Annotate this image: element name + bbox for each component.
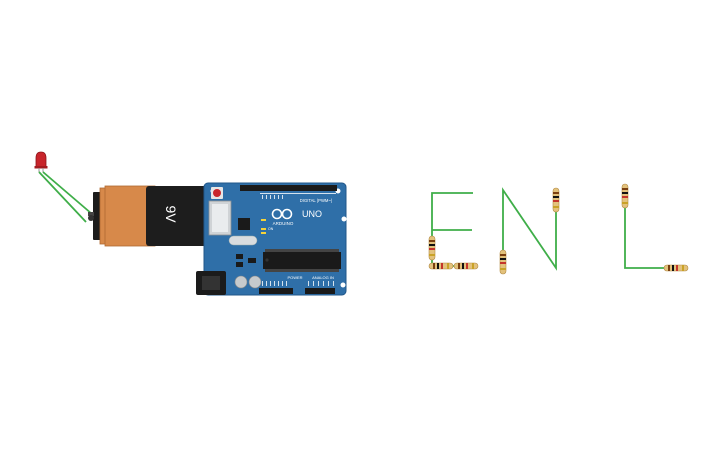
arduino-model: UNO xyxy=(302,209,322,219)
power-header[interactable] xyxy=(259,288,293,294)
arduino-logo: ARDUINO UNO xyxy=(271,208,322,226)
wire-letter-e[interactable] xyxy=(428,192,479,270)
resistor-icon[interactable] xyxy=(453,262,479,270)
crystal xyxy=(228,235,258,246)
battery-9v[interactable]: 9V xyxy=(88,185,210,247)
digital-header-label: DIGITAL (PWM~) xyxy=(300,198,333,203)
atmega-chip xyxy=(263,252,341,269)
resistor-icon[interactable] xyxy=(428,235,436,261)
analog-header-label: ANALOG IN xyxy=(312,275,334,280)
status-leds: ON xyxy=(261,219,274,234)
capacitor xyxy=(234,275,248,289)
analog-header[interactable] xyxy=(305,288,335,294)
resistor-icon[interactable] xyxy=(621,183,629,209)
arduino-brand: ARDUINO xyxy=(273,221,294,226)
resistor-icon[interactable] xyxy=(499,249,507,275)
resistor-icon[interactable] xyxy=(552,187,560,213)
resistor-icon[interactable] xyxy=(428,262,454,270)
capacitor xyxy=(248,275,262,289)
reset-button[interactable] xyxy=(211,187,223,199)
usb-port[interactable] xyxy=(208,200,232,236)
battery-label: 9V xyxy=(163,205,179,223)
arduino-uno-board[interactable]: DIGITAL (PWM~) ARDUINO UNO ON xyxy=(196,182,347,296)
bottom-pin-labels xyxy=(262,281,334,286)
wire-letter-n[interactable] xyxy=(499,187,560,275)
digital-pin-labels xyxy=(260,193,336,199)
chip-pins xyxy=(265,249,339,272)
wire-letter-l[interactable] xyxy=(621,183,689,272)
red-led-icon[interactable] xyxy=(34,151,48,172)
usb-chip xyxy=(238,218,250,230)
digital-header[interactable] xyxy=(240,185,337,191)
power-header-label: POWER xyxy=(287,275,302,280)
power-jack[interactable] xyxy=(196,271,226,295)
on-label: ON xyxy=(268,227,274,231)
resistor-icon[interactable] xyxy=(663,264,689,272)
led-wires xyxy=(38,171,93,223)
